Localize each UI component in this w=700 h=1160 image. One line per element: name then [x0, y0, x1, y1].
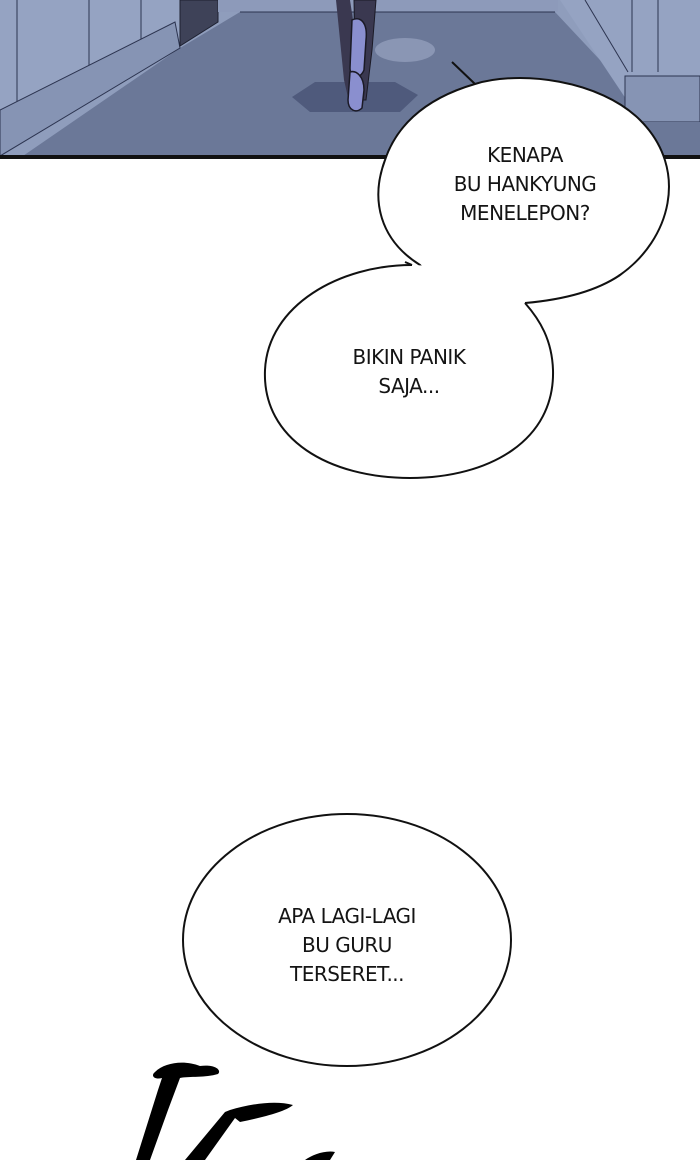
panel-border [0, 155, 700, 159]
bubble-2-text: BIKIN PANIK SAJA... [352, 345, 466, 398]
bubble-1-text: KENAPA BU HANKYUNG MENELEPON? [453, 143, 597, 225]
bubble-3-text: APA LAGI-LAGI BU GURU TERSERET... [278, 904, 416, 986]
